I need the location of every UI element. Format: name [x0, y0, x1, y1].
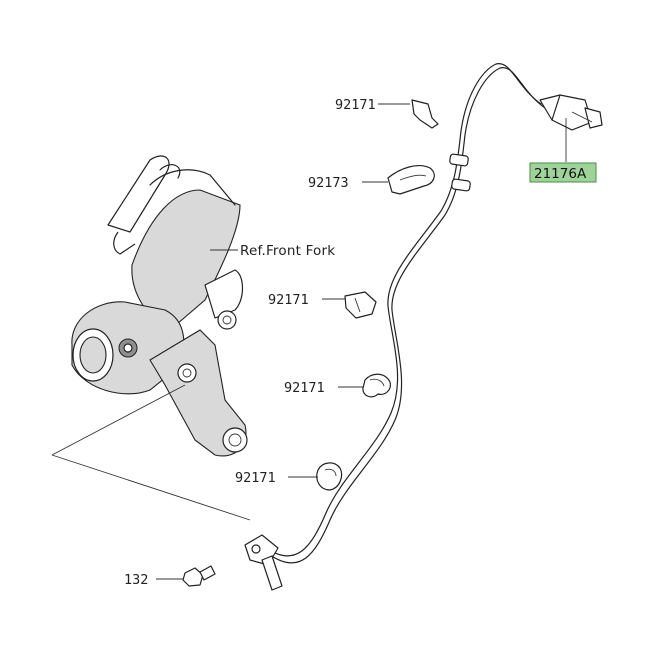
- part-label-132: 132: [124, 572, 148, 588]
- sensor-cable: [265, 63, 546, 564]
- part-label-92171-3: 92171: [284, 380, 325, 396]
- part-label-92171-4: 92171: [235, 470, 276, 486]
- part-label-92171-1: 92171: [335, 97, 376, 113]
- bolt-132: [182, 565, 216, 587]
- clamp-92171-bottom: [316, 462, 343, 491]
- clamp-92171-mid: [344, 291, 377, 319]
- leader-lines: [156, 103, 567, 580]
- highlighted-part-number[interactable]: 21176A: [534, 166, 587, 182]
- clamp-92171-lower: [362, 373, 391, 398]
- clamp-92171-top: [411, 99, 439, 129]
- reference-label: Ref.Front Fork: [240, 243, 335, 259]
- part-label-92171-2: 92171: [268, 292, 309, 308]
- part-label-92173: 92173: [308, 175, 349, 191]
- front-fork-assembly: [51, 155, 251, 521]
- sensor-head: [244, 534, 283, 591]
- connector-21176A: [539, 94, 603, 131]
- highlighted-part-box[interactable]: 21176A: [529, 162, 597, 183]
- clamp-92173: [387, 165, 435, 195]
